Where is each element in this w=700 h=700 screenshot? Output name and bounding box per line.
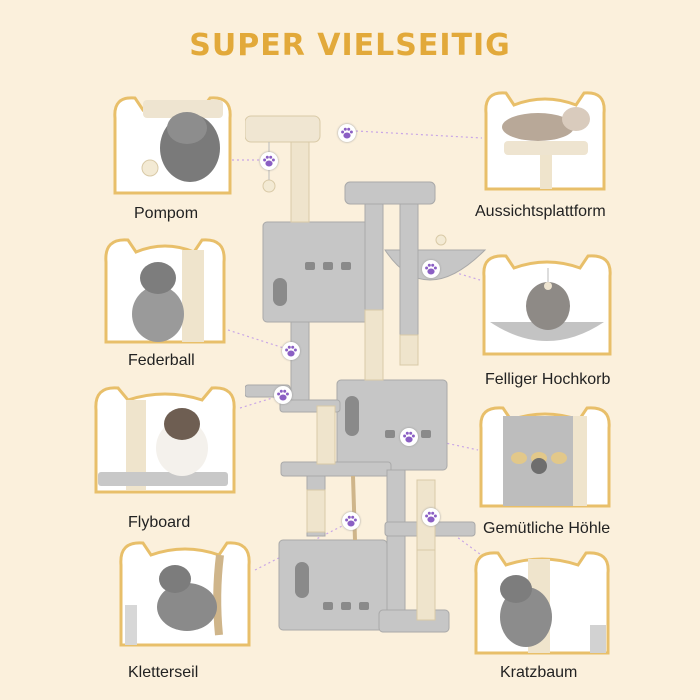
feature-label-aussichtsplattform: Aussichtsplattform — [475, 203, 606, 220]
paw-icon — [282, 342, 300, 360]
feature-image-federball — [100, 232, 230, 347]
paw-icon — [422, 508, 440, 526]
feature-image-aussichtsplattform — [480, 85, 610, 193]
paw-icon — [342, 512, 360, 530]
paw-icon — [422, 260, 440, 278]
paw-icon — [274, 386, 292, 404]
feature-image-kratzbaum — [470, 545, 615, 657]
feature-image-flyboard — [90, 380, 240, 498]
page-title: SUPER VIELSEITIG — [189, 28, 511, 63]
feature-image-felliger-hochkorb — [478, 248, 616, 360]
feature-image-pompom — [105, 88, 240, 198]
feature-label-pompom: Pompom — [134, 205, 199, 222]
feature-label-felliger-hochkorb: Felliger Hochkorb — [485, 371, 611, 388]
paw-icon — [260, 152, 278, 170]
feature-label-flyboard: Flyboard — [128, 514, 191, 531]
paw-icon — [338, 124, 356, 142]
feature-image-gemuetliche-hoehle — [475, 400, 615, 510]
feature-label-kletterseil: Kletterseil — [128, 664, 199, 681]
cat-tree-illustration — [244, 110, 495, 650]
feature-label-federball: Federball — [128, 352, 195, 369]
feature-label-gemuetliche-hoehle: Gemütliche Höhle — [483, 520, 611, 537]
feature-label-kratzbaum: Kratzbaum — [500, 664, 578, 681]
feature-image-kletterseil — [115, 535, 255, 650]
paw-icon — [400, 428, 418, 446]
